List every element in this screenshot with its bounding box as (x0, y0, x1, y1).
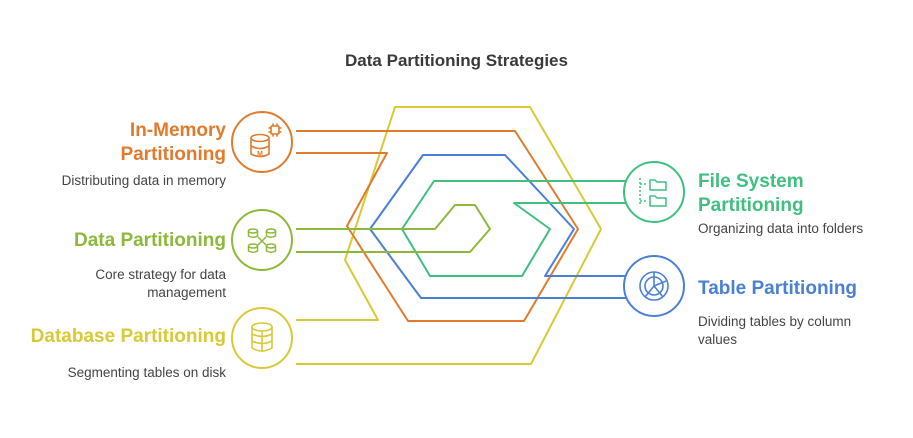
description-file-system: Organizing data into folders (698, 221, 864, 236)
description-table-line1: Dividing tables by column (698, 314, 852, 329)
pie-chart-icon (639, 271, 669, 301)
network-databases-icon (247, 228, 277, 253)
heading-in-memory-line2: Partitioning (120, 144, 226, 165)
node-file-system (623, 161, 685, 223)
database-icon (251, 322, 273, 352)
connector-green (401, 180, 632, 277)
connector-blue (369, 154, 632, 299)
heading-in-memory-line1: In-Memory (129, 120, 226, 141)
connector-olive (296, 204, 491, 253)
heading-database: Database Partitioning (30, 326, 226, 347)
description-data-line2: management (147, 285, 226, 300)
heading-data: Data Partitioning (73, 230, 226, 251)
heading-file-system-line1: File System (698, 171, 804, 192)
heading-file-system: File System Partitioning (698, 170, 898, 218)
connector-yellow (296, 106, 602, 365)
memory-database-icon: M (250, 123, 282, 158)
description-table-line2: values (698, 332, 738, 347)
description-table: Dividing tables by column values (698, 313, 908, 349)
heading-table: Table Partitioning (698, 278, 858, 299)
diagram-title: Data Partitioning Strategies (345, 51, 568, 70)
heading-in-memory: In-Memory Partitioning (40, 119, 226, 167)
description-data-line1: Core strategy for data (95, 267, 226, 282)
svg-text:M: M (257, 151, 263, 158)
folder-tree-icon (639, 178, 667, 207)
description-in-memory: Distributing data in memory (61, 173, 226, 188)
description-database: Segmenting tables on disk (67, 365, 226, 380)
heading-file-system-line2: Partitioning (698, 195, 804, 216)
connector-orange (296, 130, 579, 322)
description-data: Core strategy for data management (20, 266, 226, 302)
